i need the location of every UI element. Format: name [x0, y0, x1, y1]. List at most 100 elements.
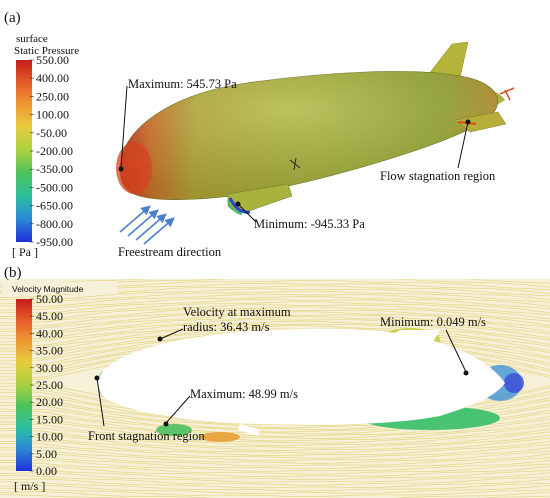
streamline	[0, 301, 550, 317]
velocity-colorbar-tick-label: 25.00	[36, 378, 63, 392]
velocity-colorbar-tick-label: 40.00	[36, 326, 63, 340]
front-stagnation-point	[94, 375, 100, 381]
pressure-colorbar-tick-label: 250.00	[36, 89, 69, 103]
streamline	[0, 436, 550, 454]
streamline	[0, 427, 550, 447]
velocity-colorbar-gradient	[16, 299, 32, 471]
streamline	[0, 475, 550, 486]
flow-stagnation-leader	[457, 121, 469, 169]
velocity-colorbar-tick-label: 0.00	[36, 464, 57, 478]
pressure-colorbar-tick-label: -500.00	[36, 180, 73, 194]
pressure-colorbar-title-1: surface	[16, 33, 48, 45]
streamline	[0, 319, 550, 340]
velocity-colorbar-tick-label: 5.00	[36, 447, 57, 461]
flow-stagnation-label: Flow stagnation region	[380, 169, 496, 183]
streamline	[0, 440, 550, 456]
streamline	[0, 465, 550, 478]
streamline	[0, 423, 550, 444]
streamline	[0, 320, 550, 343]
pressure-colorbar-tick-label: -50.00	[36, 126, 67, 140]
velocity-max-radius-label-2: radius: 36.43 m/s	[183, 320, 270, 334]
streamline	[0, 309, 550, 327]
minimum-velocity-leader	[445, 329, 467, 373]
streamline	[0, 487, 550, 497]
maximum-pressure-label: Maximum: 545.73 Pa	[128, 77, 237, 91]
streamline	[0, 311, 550, 330]
streamline	[0, 468, 550, 481]
front-stagnation-label: Front stagnation region	[88, 429, 205, 443]
streamline	[0, 430, 550, 449]
streamline	[0, 449, 550, 464]
velocity-colorbar-tick-label: 50.00	[36, 292, 63, 306]
pressure-colorbar-title-2: Static Pressure	[14, 45, 79, 57]
streamline	[0, 446, 550, 462]
minimum-velocity-point	[463, 370, 469, 376]
streamline	[0, 491, 550, 498]
streamline	[0, 484, 550, 494]
streamline	[0, 279, 550, 285]
velocity-colorbar-tick-label: 35.00	[36, 344, 63, 358]
streamline	[0, 443, 550, 459]
maximum-velocity-label: Maximum: 48.99 m/s	[190, 387, 298, 401]
pressure-colorbar-tick-label: -350.00	[36, 162, 73, 176]
velocity-colorbar-tick-label: 20.00	[36, 395, 63, 409]
maximum-pressure-point	[118, 166, 124, 172]
velocity-max-radius-point	[157, 336, 163, 342]
front-stagnation-leader	[96, 377, 105, 427]
streamline	[0, 421, 550, 442]
streamline	[0, 325, 550, 349]
streamline	[0, 472, 550, 483]
pressure-colorbar-tick-label: -200.00	[36, 144, 73, 158]
pressure-colorbar-tick-label: 100.00	[36, 108, 69, 122]
pressure-colorbar-unit: [ Pa ]	[12, 245, 38, 259]
streamline	[0, 316, 550, 337]
pressure-colorbar-tick-label: 550.00	[36, 53, 69, 67]
pressure-colorbar: surface Static Pressure 550.00 400.00 250.…	[12, 33, 79, 259]
velocity-colorbar-tick-label: 10.00	[36, 430, 63, 444]
airship-body-section	[98, 328, 505, 425]
panel-a-label: (a)	[4, 10, 21, 26]
streamline	[0, 455, 550, 470]
streamline	[0, 417, 550, 439]
velocity-colorbar-tick-label: 30.00	[36, 361, 63, 375]
maximum-velocity-point	[163, 421, 169, 427]
pressure-colorbar-tick-label: -800.00	[36, 217, 73, 231]
velocity-colorbar-tick-label: 15.00	[36, 412, 63, 426]
freestream-label: Freestream direction	[118, 245, 222, 259]
maximum-pressure-leader	[120, 85, 128, 169]
streamline	[0, 323, 550, 346]
panel-b-label: (b)	[4, 265, 22, 281]
maximum-velocity-leader	[165, 395, 191, 424]
streamline	[0, 290, 550, 305]
streamline	[0, 328, 550, 353]
streamline	[0, 296, 550, 311]
velocity-colorbar-unit: [ m/s ]	[14, 479, 45, 493]
pressure-colorbar-tick-label: -950.00	[36, 235, 73, 249]
streamline	[0, 478, 550, 489]
velocity-max-radius-label-1: Velocity at maximum	[183, 305, 291, 319]
streamline	[0, 293, 550, 308]
minimum-pressure-point	[235, 201, 241, 207]
velocity-colorbar-tick-label: 45.00	[36, 309, 63, 323]
streamline	[0, 304, 550, 320]
streamline	[0, 462, 550, 475]
pressure-colorbar-gradient	[16, 60, 32, 242]
streamline	[0, 299, 550, 314]
tail-fin	[454, 111, 507, 133]
minimum-pressure-label: Minimum: -945.33 Pa	[254, 217, 365, 231]
pressure-colorbar-tick-label: 400.00	[36, 71, 69, 85]
streamline	[0, 481, 550, 492]
velocity-colorbar-title: Velocity Magnitude	[12, 284, 84, 294]
velocity-max-radius-leader	[159, 328, 184, 340]
minimum-pressure-leader	[237, 203, 257, 223]
pressure-colorbar-tick-label: -650.00	[36, 199, 73, 213]
streamline	[0, 494, 550, 498]
streamline	[0, 434, 550, 451]
airship-pressure-model	[116, 41, 515, 215]
minimum-velocity-label: Minimum: 0.049 m/s	[380, 315, 486, 329]
freestream-arrows	[119, 205, 175, 245]
velocity-streamlines	[0, 279, 550, 498]
streamline	[0, 453, 550, 467]
streamline	[0, 314, 550, 333]
